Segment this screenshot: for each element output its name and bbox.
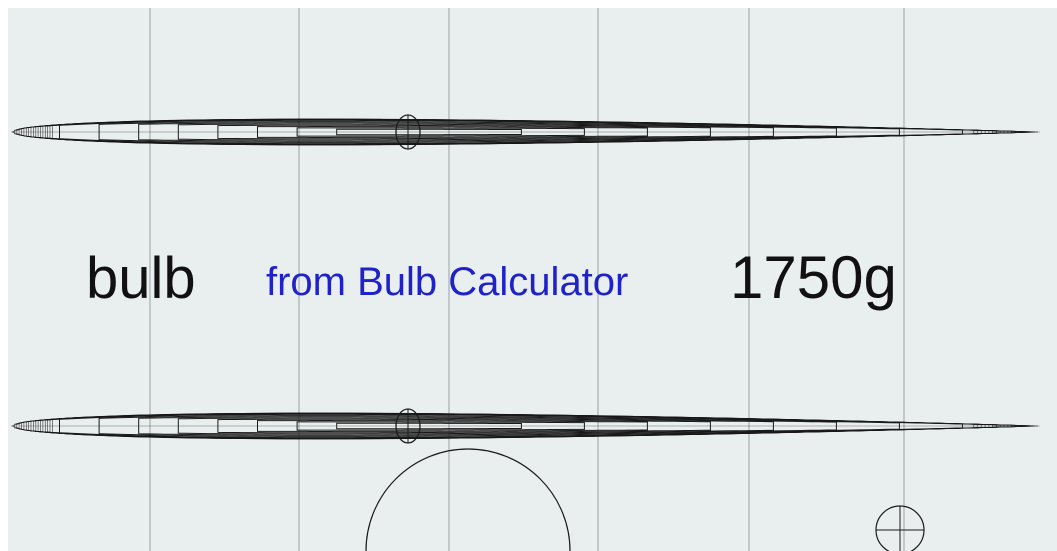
contour-line bbox=[257, 126, 648, 138]
large-arc bbox=[365, 448, 571, 551]
contour-line bbox=[296, 127, 585, 137]
contour-line bbox=[59, 413, 963, 439]
contour-line bbox=[138, 122, 837, 142]
contour-line bbox=[217, 418, 711, 434]
contour-line bbox=[59, 119, 963, 145]
source-label: from Bulb Calculator bbox=[266, 260, 629, 304]
contour-line bbox=[177, 123, 774, 141]
paper-background bbox=[8, 8, 1057, 551]
grid-lines bbox=[149, 8, 905, 551]
contour-line bbox=[138, 416, 837, 436]
contour-line bbox=[257, 420, 648, 432]
construction-circles bbox=[365, 448, 925, 551]
contour-line bbox=[296, 421, 585, 431]
part-label: bulb bbox=[86, 246, 196, 311]
mass-label: 1750g bbox=[730, 244, 897, 311]
bulb-profile-top-view bbox=[10, 408, 1040, 444]
contour-line bbox=[98, 121, 900, 143]
bulb-profile-side-view bbox=[10, 114, 1040, 150]
contour-line bbox=[177, 417, 774, 435]
contour-line bbox=[98, 415, 900, 437]
caption-row: bulb from Bulb Calculator 1750g bbox=[0, 240, 1057, 320]
contour-line bbox=[217, 124, 711, 140]
